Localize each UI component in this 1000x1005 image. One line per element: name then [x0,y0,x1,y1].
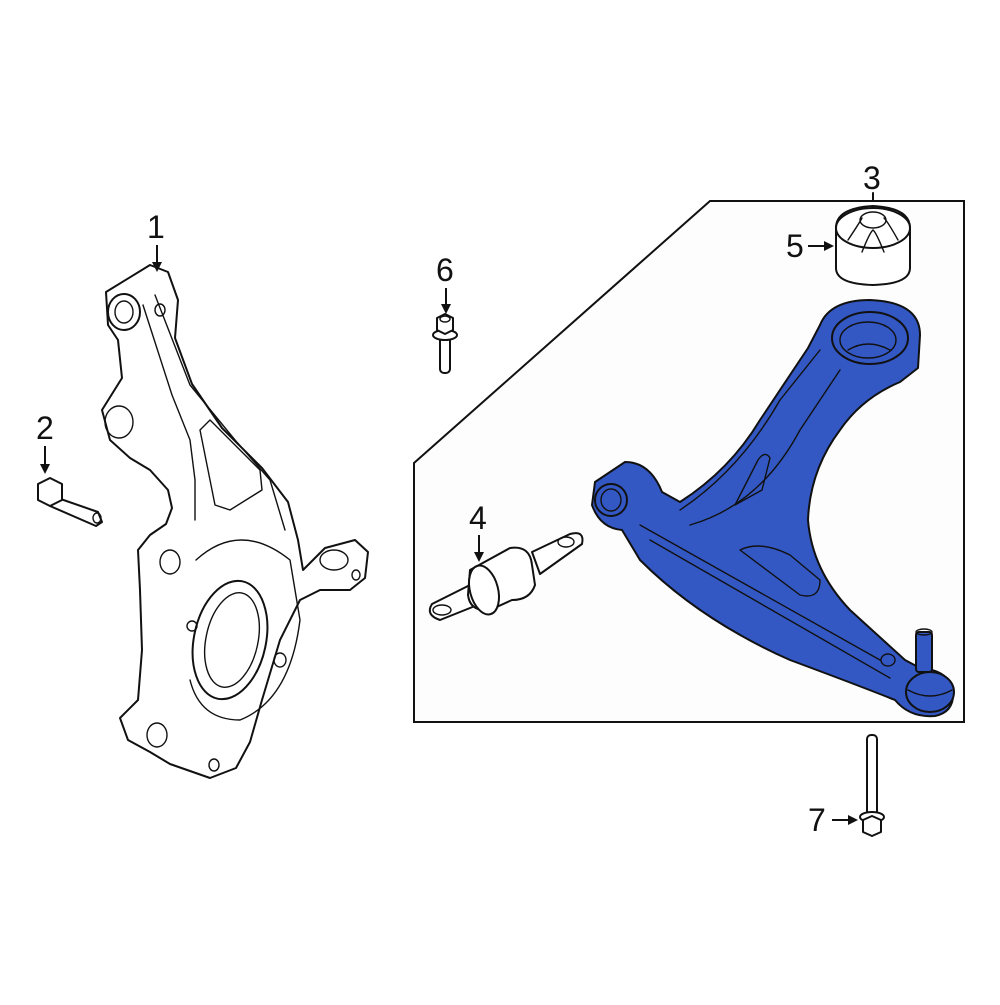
callout-5[interactable]: 5 [786,228,804,264]
callout-2[interactable]: 2 [36,410,54,446]
control-arm-bolt-part[interactable] [432,313,458,374]
callout-3[interactable]: 3 [863,160,881,196]
callout-1[interactable]: 1 [147,209,165,245]
steering-knuckle-part[interactable] [101,264,369,779]
front-bushing-part[interactable] [428,532,584,621]
callout-6[interactable]: 6 [436,252,454,288]
lower-control-arm-part[interactable] [591,299,955,718]
callout-arrows [40,241,858,825]
rear-bushing-part[interactable] [835,205,911,286]
knuckle-bolt-part[interactable] [37,477,103,527]
callout-7[interactable]: 7 [808,802,826,838]
callout-4[interactable]: 4 [469,500,487,536]
ball-joint-bolt-part[interactable] [859,734,885,837]
